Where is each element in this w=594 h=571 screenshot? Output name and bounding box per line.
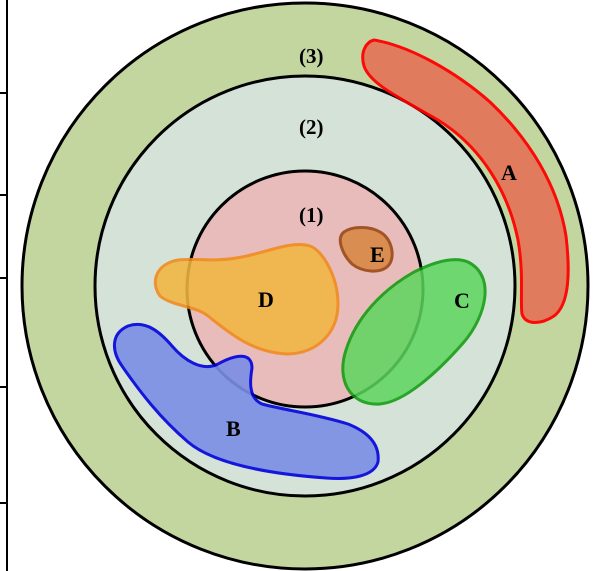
region-d-shape <box>154 243 340 356</box>
region-label-b: B <box>226 416 241 441</box>
region-label-c: C <box>454 288 470 313</box>
region-b-shape <box>113 323 380 480</box>
region-e-shape <box>338 226 394 273</box>
ring-label-inner: (1) <box>299 203 324 227</box>
ring-label-outer: (3) <box>299 44 324 68</box>
ring-label-middle: (2) <box>299 115 324 139</box>
region-a-shape <box>361 38 570 324</box>
region-label-d: D <box>258 287 274 312</box>
region-label-e: E <box>370 242 385 267</box>
region-c-shape <box>341 258 487 406</box>
region-label-a: A <box>501 160 517 185</box>
left-margin-rule <box>0 0 8 571</box>
